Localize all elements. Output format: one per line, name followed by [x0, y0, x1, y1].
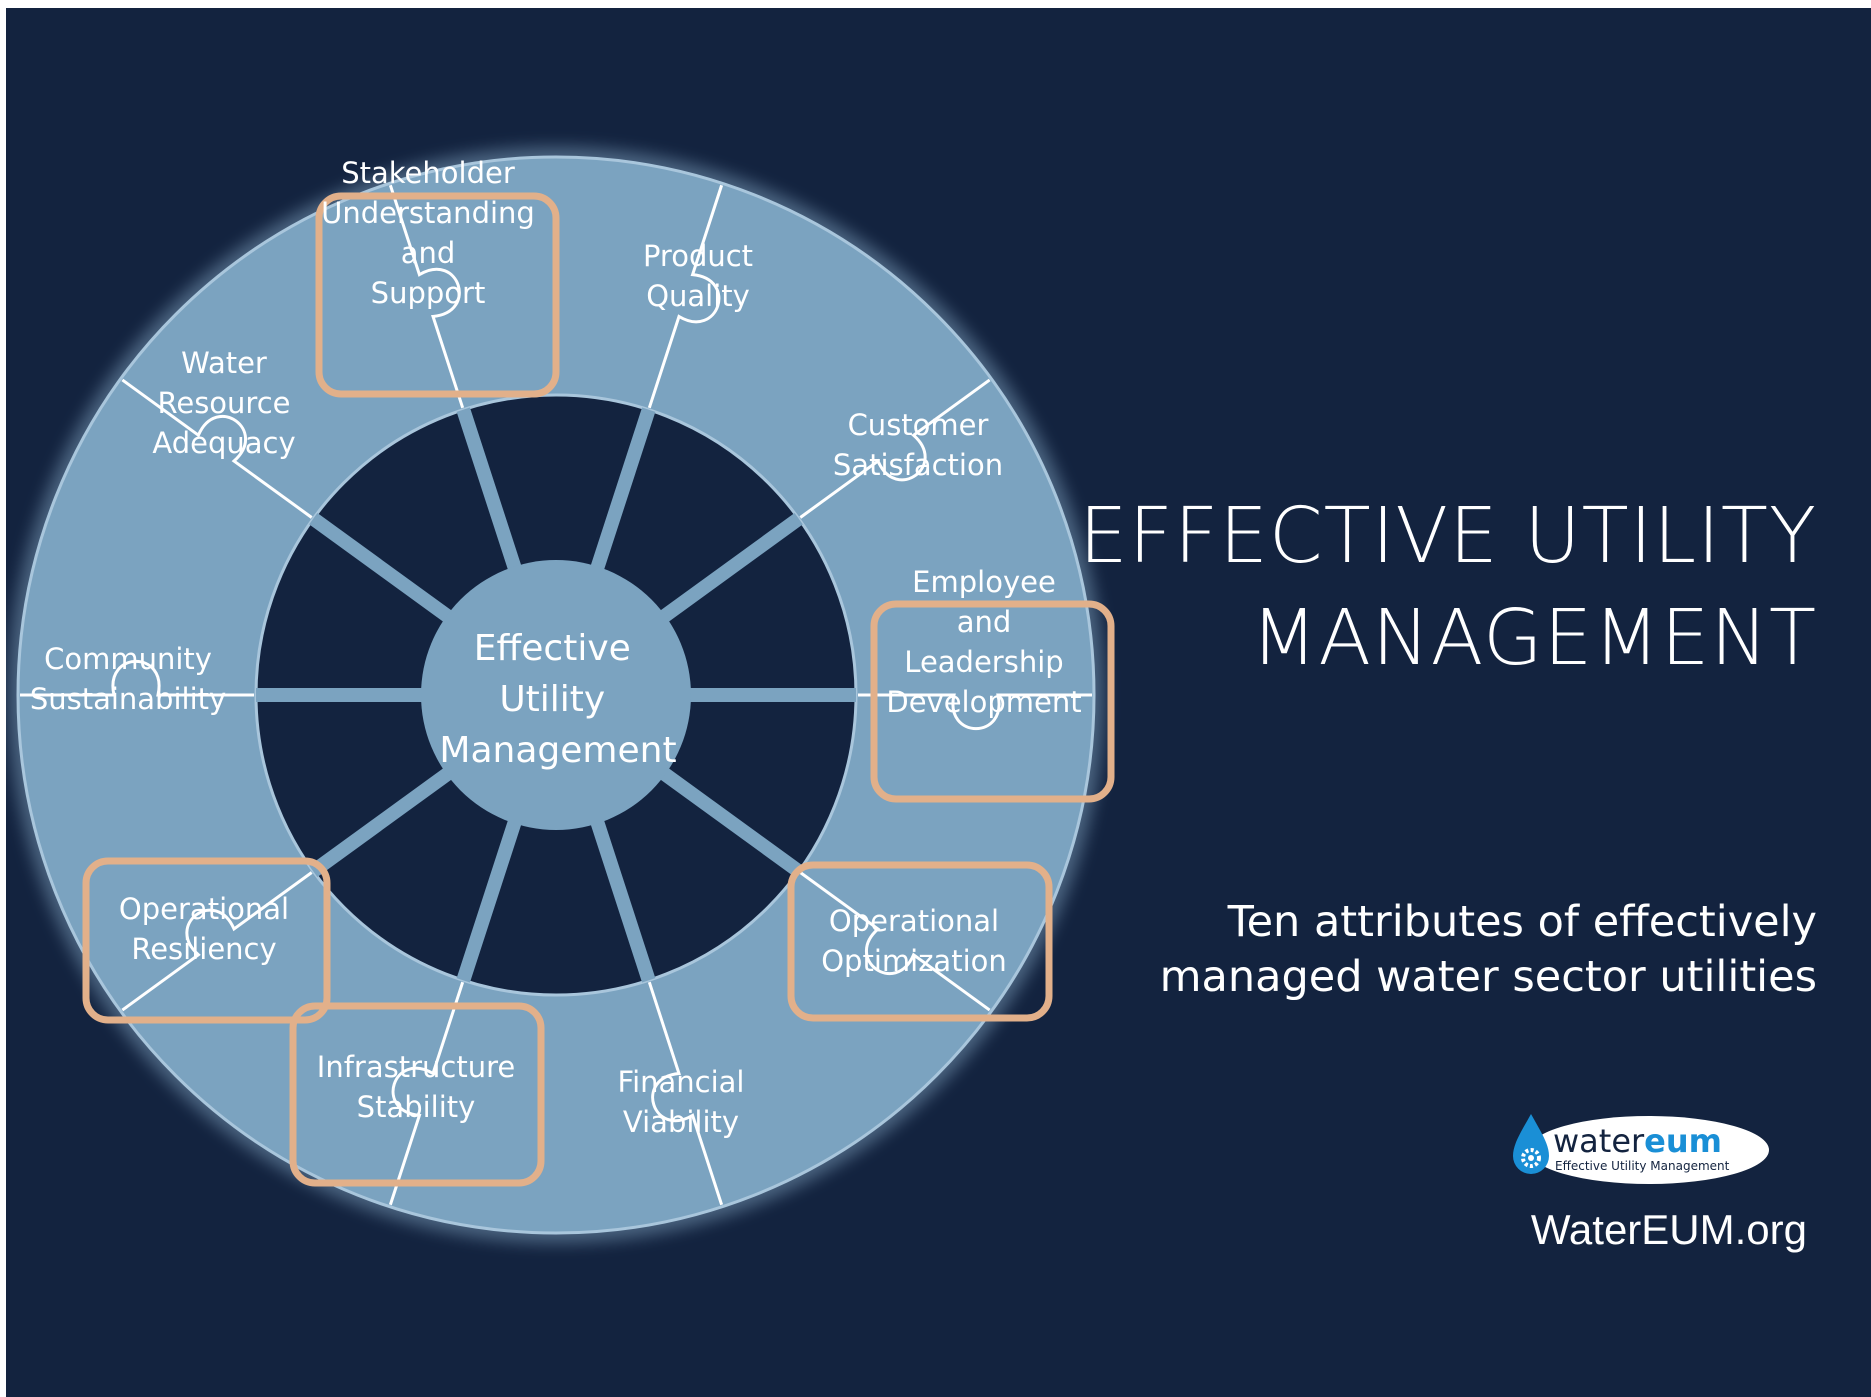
- attribute-line: Community: [44, 642, 212, 676]
- puzzle-seam: [647, 184, 724, 409]
- attribute-line: Optimization: [821, 944, 1007, 978]
- highlight-box-operational-optimization: [787, 861, 1053, 1022]
- attribute-line: Leadership: [904, 645, 1063, 679]
- attribute-line: Quality: [646, 279, 750, 313]
- attribute-line: and: [957, 605, 1012, 639]
- logo-backdrop: [1529, 1116, 1769, 1184]
- puzzle-seam: [20, 660, 254, 697]
- logo-word-water: water: [1553, 1122, 1645, 1160]
- attribute-line: Development: [886, 685, 1081, 719]
- page-subtitle-line-2: managed water sector utilities: [1159, 952, 1817, 1002]
- water-drop-gear-icon: [1513, 1114, 1549, 1174]
- attribute-line: Sustainability: [30, 682, 226, 716]
- attribute-line: Employee: [912, 565, 1056, 599]
- highlight-box-infrastructure-stability: [289, 1002, 545, 1187]
- page-title-line-1: EFFECTIVE UTILITY: [1079, 492, 1817, 581]
- center-label: Effective Utility Management: [439, 628, 676, 771]
- page-title: EFFECTIVE UTILITY MANAGEMENT: [1079, 486, 1817, 690]
- highlight-box-stakeholder-understanding-and-support: [315, 192, 560, 398]
- attribute-line: Customer: [848, 408, 989, 442]
- puzzle-seam: [121, 378, 313, 519]
- puzzle-seam: [799, 378, 991, 519]
- attribute-line: Satisfaction: [833, 448, 1003, 482]
- attribute-line: Stability: [357, 1090, 476, 1124]
- spoke: [589, 407, 656, 574]
- spoke: [309, 513, 455, 625]
- logo-wordmark: watereum: [1553, 1122, 1722, 1160]
- center-hub: [421, 560, 691, 830]
- puzzle-seam: [858, 693, 1092, 730]
- puzzle-seams: [20, 184, 1092, 1206]
- puzzle-seam: [121, 871, 313, 1012]
- highlight-boxes: [82, 192, 1115, 1187]
- attribute-line: Operational: [119, 892, 289, 926]
- website-link[interactable]: WaterEUM.org: [1530, 1206, 1807, 1253]
- puzzle-seam: [388, 184, 465, 409]
- center-line-3: Management: [439, 730, 676, 771]
- spoke: [456, 816, 523, 983]
- spoke: [657, 765, 803, 877]
- attribute-line: Adequacy: [152, 426, 295, 460]
- attribute-line: Operational: [829, 904, 999, 938]
- attribute-line: Viability: [623, 1105, 739, 1139]
- attribute-line: and: [401, 236, 456, 270]
- highlight-box-operational-resiliency: [82, 857, 331, 1024]
- attribute-line: Financial: [618, 1065, 745, 1099]
- wheel-spokes: [256, 407, 856, 983]
- attribute-line: Water: [181, 346, 267, 380]
- center-line-2: Utility: [499, 679, 605, 720]
- spoke: [657, 513, 803, 625]
- watereum-logo: watereum Effective Utility Management: [1513, 1114, 1769, 1184]
- highlight-box-employee-and-leadership-development: [870, 600, 1115, 803]
- center-line-1: Effective: [474, 628, 631, 669]
- attribute-line: Infrastructure: [317, 1050, 515, 1084]
- logo-word-eum: eum: [1644, 1122, 1722, 1160]
- attribute-line: Understanding: [321, 196, 535, 230]
- attribute-line: Resiliency: [131, 932, 276, 966]
- attribute-line: Stakeholder: [341, 156, 515, 190]
- spoke: [309, 765, 455, 877]
- spoke: [589, 816, 656, 983]
- attribute-line: Resource: [158, 386, 291, 420]
- spoke: [456, 407, 523, 574]
- page-title-line-2: MANAGEMENT: [1250, 594, 1817, 683]
- puzzle-seam: [799, 871, 991, 1012]
- attribute-line: Product: [643, 239, 753, 273]
- puzzle-seam: [647, 981, 724, 1206]
- attribute-line: Support: [371, 276, 486, 310]
- puzzle-seam: [388, 981, 465, 1206]
- page-subtitle-line-1: Ten attributes of effectively: [1227, 897, 1817, 947]
- logo-tagline: Effective Utility Management: [1555, 1159, 1730, 1173]
